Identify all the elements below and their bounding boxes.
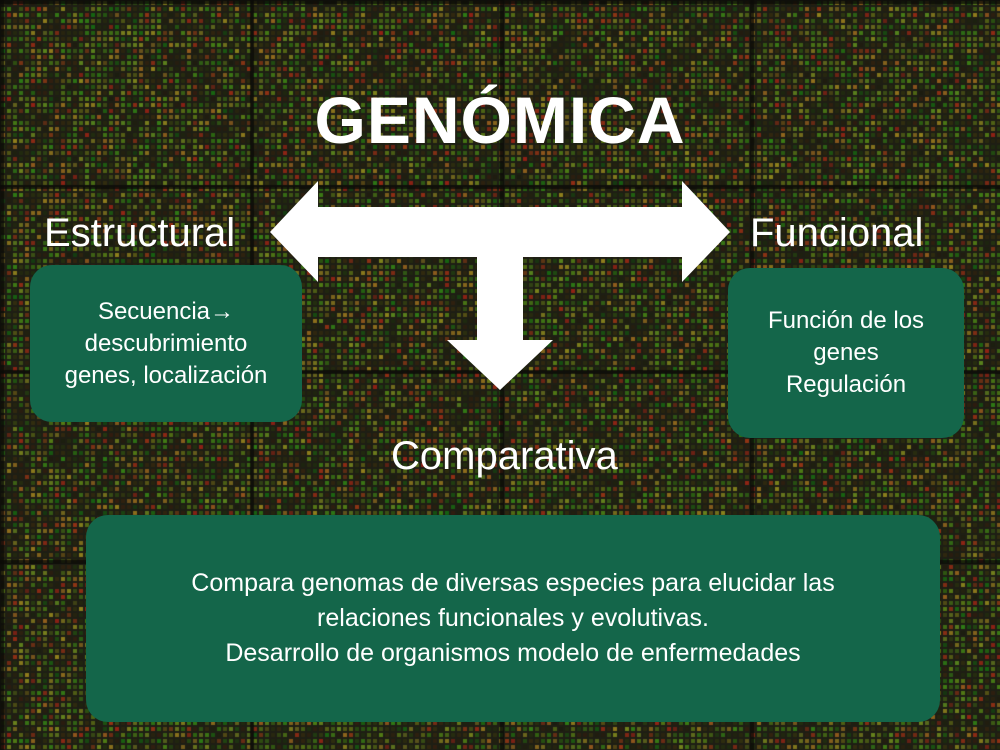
box-estructural-line: descubrimiento xyxy=(84,329,248,357)
box-funcional: Función de los genes Regulación xyxy=(728,268,964,438)
label-comparativa: Comparativa xyxy=(391,434,618,478)
label-estructural: Estructural xyxy=(44,211,236,255)
box-funcional-line: genes xyxy=(813,339,879,366)
box-funcional-line: Función de los xyxy=(767,307,925,334)
box-funcional-line: Regulación xyxy=(785,371,907,398)
box-comparativa-line: Compara genomas de diversas especies par… xyxy=(191,569,835,597)
box-estructural-line: genes, localización xyxy=(64,361,268,389)
box-estructural-line: Secuencia→ xyxy=(97,297,235,325)
page-title: GENÓMICA xyxy=(314,83,686,157)
box-comparativa-line: relaciones funcionales y evolutivas. xyxy=(317,604,709,632)
arrow-shape xyxy=(270,181,730,390)
box-estructural: Secuencia→ descubrimiento genes, localiz… xyxy=(30,265,302,422)
box-estructural-text: Secuencia→ descubrimiento genes, localiz… xyxy=(65,296,268,392)
box-comparativa: Compara genomas de diversas especies par… xyxy=(86,515,940,722)
box-comparativa-line: Desarrollo de organismos modelo de enfer… xyxy=(225,639,801,667)
box-comparativa-text: Compara genomas de diversas especies par… xyxy=(191,566,834,671)
box-funcional-text: Función de los genes Regulación xyxy=(768,305,924,401)
label-funcional: Funcional xyxy=(750,211,924,255)
